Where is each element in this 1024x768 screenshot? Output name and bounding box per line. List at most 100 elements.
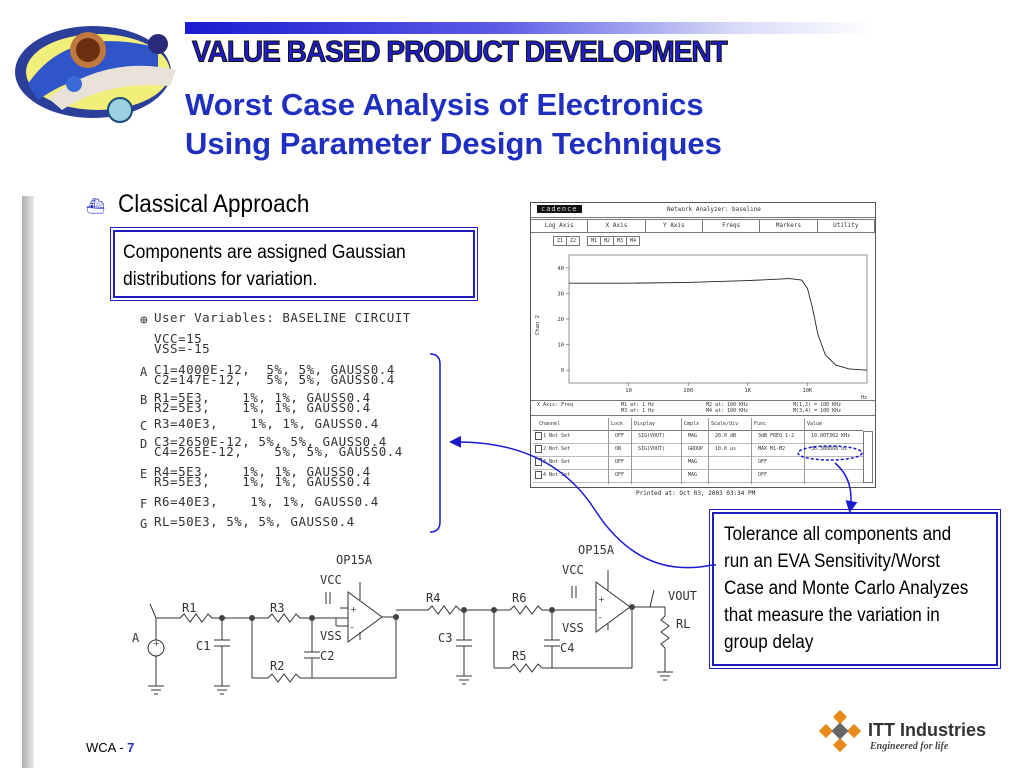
variable-group-letter: E bbox=[140, 467, 148, 481]
label-vss2: VSS bbox=[562, 621, 584, 635]
x-tick-label: 10 bbox=[625, 388, 632, 394]
table-row[interactable] bbox=[533, 443, 863, 457]
label-opamp1: OP15A bbox=[336, 553, 373, 567]
label-r6: R6 bbox=[512, 591, 526, 605]
callout-gaussian: Components are assigned Gaussian distrib… bbox=[110, 227, 478, 301]
label-r1: R1 bbox=[182, 601, 196, 615]
table-cell: MAG bbox=[688, 472, 698, 478]
callout-tolerance: Tolerance all components and run an EVA … bbox=[709, 509, 1001, 669]
value-highlight bbox=[797, 445, 863, 461]
variable-group-letter: D bbox=[140, 437, 148, 451]
marker-result-12: M(1,2) = 100 KHz bbox=[793, 402, 842, 408]
row-checkbox[interactable] bbox=[535, 471, 542, 479]
marker-m3[interactable]: M3 at: 1 Hz bbox=[621, 408, 655, 414]
user-variables: ⊕ User Variables: BASELINE CIRCUIT VCC=1… bbox=[138, 310, 438, 531]
label-r4: R4 bbox=[426, 591, 440, 605]
variable-group-letter: B bbox=[140, 393, 148, 407]
opamp1-minus-icon: – bbox=[350, 623, 354, 632]
label-r3: R3 bbox=[270, 601, 284, 615]
table-row[interactable] bbox=[533, 430, 863, 444]
analyzer-menu-item[interactable]: Y Axis bbox=[646, 220, 703, 232]
y-tick-label: 20 bbox=[557, 317, 564, 323]
analyzer-menu-item[interactable]: Utility bbox=[818, 220, 875, 232]
table-cell: 3dB FREQ 1-2 bbox=[758, 433, 795, 439]
label-r2: R2 bbox=[270, 659, 284, 673]
marker-m2[interactable]: M2 at: 100 KHz bbox=[706, 402, 749, 408]
marker-result-34: M(3,4) = 100 KHz bbox=[793, 408, 842, 414]
opamp2-plus-icon: + bbox=[598, 595, 605, 604]
table-column-divider bbox=[751, 418, 752, 484]
table-header-cell: Func bbox=[754, 421, 767, 427]
table-cell: SIG(VOUT) bbox=[638, 433, 666, 439]
table-row[interactable] bbox=[533, 456, 863, 470]
analyzer-menu-item[interactable]: Log Axis bbox=[531, 220, 589, 232]
variable-line: C2=147E-12, 5%, 5%, GAUSS0.4 bbox=[154, 372, 395, 387]
y-tick-label: 0 bbox=[561, 368, 564, 374]
marker-m4[interactable]: M4 at: 100 KHz bbox=[706, 408, 749, 414]
x-tick-label: 1K bbox=[744, 388, 751, 394]
table-cell: MAG bbox=[688, 459, 698, 465]
variable-line: RL=50E3, 5%, 5%, GAUSS0.4 bbox=[154, 514, 355, 529]
analyzer-tab[interactable]: M4 bbox=[626, 236, 640, 246]
series-line bbox=[569, 278, 868, 371]
table-cell: OFF bbox=[615, 433, 625, 439]
scrollbar[interactable] bbox=[863, 431, 873, 483]
x-tick-label: 10K bbox=[802, 388, 813, 394]
program-logo bbox=[8, 14, 186, 126]
plot-frame bbox=[568, 254, 868, 384]
variable-line: C1=4000E-12, 5%, 5%, GAUSS0.4 bbox=[154, 362, 395, 377]
y-tick-label: 30 bbox=[557, 291, 564, 297]
analyzer-marker-panel: X Axis: Freq M1 at: 1 Hz M2 at: 100 KHz … bbox=[531, 400, 875, 416]
table-cell: 3 Not Set bbox=[543, 459, 571, 465]
variable-line: R5=5E3, 1%, 1%, GAUSS0.4 bbox=[154, 474, 371, 489]
table-header-cell: Value bbox=[807, 421, 823, 427]
table-cell: OFF bbox=[758, 472, 768, 478]
table-cell: 1 Not Set bbox=[543, 433, 571, 439]
page-number: 7 bbox=[127, 740, 135, 755]
printed-timestamp: Printed at: Oct 03, 2003 03:34 PM bbox=[636, 490, 756, 497]
label-c1: C1 bbox=[196, 639, 210, 653]
cadence-logo: cadence bbox=[537, 205, 582, 213]
analyzer-menu-item[interactable]: X Axis bbox=[588, 220, 646, 232]
program-banner: VALUE BASED PRODUCT DEVELOPMENT bbox=[192, 35, 729, 69]
label-source: A bbox=[132, 631, 140, 645]
callout-gaussian-text: Components are assigned Gaussian distrib… bbox=[123, 242, 406, 290]
analyzer-title: Network Analyzer: baseline bbox=[667, 206, 761, 213]
variable-line: R6=40E3, 1%, 1%, GAUSS0.4 bbox=[154, 494, 379, 509]
table-header-cell: Channel bbox=[539, 421, 561, 427]
itt-logo-icon bbox=[818, 710, 862, 753]
marker-m1[interactable]: M1 at: 1 Hz bbox=[621, 402, 655, 408]
y-tick-label: 10 bbox=[557, 343, 564, 349]
table-column-divider bbox=[681, 418, 682, 484]
y-tick-label: 40 bbox=[557, 266, 564, 272]
table-cell: OFF bbox=[758, 459, 768, 465]
table-header-cell: Scale/div bbox=[711, 421, 739, 427]
table-cell: 20.0 dB bbox=[715, 433, 737, 439]
opamp1-plus-icon: + bbox=[350, 605, 357, 614]
analyzer-menu-item[interactable]: Markers bbox=[760, 220, 818, 232]
left-accent-bar bbox=[22, 196, 34, 768]
analyzer-menu-item[interactable]: Freqs bbox=[703, 220, 761, 232]
slide-title-line2: Using Parameter Design Techniques bbox=[185, 126, 722, 161]
table-column-divider bbox=[708, 418, 709, 484]
network-analyzer-window: cadence Network Analyzer: baseline Log A… bbox=[530, 202, 876, 488]
table-header-cell: Display bbox=[634, 421, 656, 427]
variable-line: C4=265E-12, 5%, 5%, GAUSS0.4 bbox=[154, 444, 403, 459]
row-checkbox[interactable] bbox=[535, 432, 542, 440]
bullet-text: Classical Approach bbox=[118, 190, 310, 218]
x-tick-label: 100 bbox=[683, 388, 693, 394]
label-vss1: VSS bbox=[320, 629, 342, 643]
variable-group-letter: C bbox=[140, 419, 148, 433]
user-variables-heading: User Variables: BASELINE CIRCUIT bbox=[154, 310, 411, 325]
table-cell: 10.0 us bbox=[715, 446, 737, 452]
table-row[interactable] bbox=[533, 469, 863, 483]
itt-brand-name: ITT Industries bbox=[868, 720, 987, 740]
table-cell: MAG bbox=[688, 433, 698, 439]
analyzer-tab[interactable]: Z2 bbox=[566, 236, 580, 246]
row-checkbox[interactable] bbox=[535, 445, 542, 453]
variable-line: R3=40E3, 1%, 1%, GAUSS0.4 bbox=[154, 416, 379, 431]
header-bar bbox=[185, 22, 875, 34]
table-cell: MAX M1-M2 bbox=[758, 446, 786, 452]
